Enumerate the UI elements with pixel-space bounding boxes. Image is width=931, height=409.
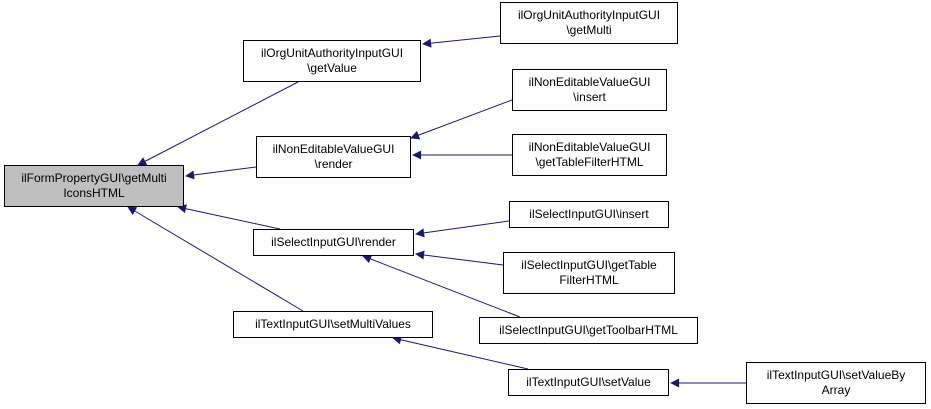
node-text-setvalue[interactable]: ilTextInputGUI\setValue bbox=[508, 369, 669, 396]
node-root[interactable]: ilFormPropertyGUI\getMulti IconsHTML bbox=[4, 165, 184, 207]
node-select-render[interactable]: ilSelectInputGUI\render bbox=[253, 229, 414, 256]
node-label-line: ilNonEditableValueGUI bbox=[528, 75, 651, 89]
node-label-line: ilNonEditableValueGUI bbox=[272, 142, 395, 156]
edge-sel_insert-to-sel_render bbox=[415, 220, 510, 238]
node-label-line: ilFormPropertyGUI\getMulti bbox=[21, 171, 167, 185]
node-label-line: ilSelectInputGUI\insert bbox=[529, 207, 649, 221]
node-label-line: ilTextInputGUI\setMultiValues bbox=[255, 317, 411, 331]
node-label-line: ilSelectInputGUI\getTable bbox=[521, 258, 657, 272]
node-label-line: ilTextInputGUI\setValueBy bbox=[766, 368, 906, 382]
node-select-gettoolbar[interactable]: ilSelectInputGUI\getToolbarHTML bbox=[479, 317, 698, 344]
edge-sel_gettablefilter-to-sel_render bbox=[415, 250, 504, 266]
node-label-line: ilNonEditableValueGUI bbox=[528, 140, 651, 154]
node-label-line: FilterHTML bbox=[559, 273, 619, 287]
node-label-line: IconsHTML bbox=[63, 186, 125, 200]
node-noneditable-render[interactable]: ilNonEditableValueGUI \render bbox=[256, 136, 411, 178]
edge-ou_getvalue-to-root bbox=[137, 81, 299, 166]
node-orgunit-getmulti[interactable]: ilOrgUnitAuthorityInputGUI \getMulti bbox=[500, 2, 678, 44]
edge-txt_setvalue-to-txt_setmulti bbox=[392, 335, 529, 370]
node-label-line: \getMulti bbox=[566, 23, 612, 37]
node-label-line: \render bbox=[314, 157, 353, 171]
edge-sel_render-to-root bbox=[177, 204, 281, 230]
node-select-gettablefilter[interactable]: ilSelectInputGUI\getTable FilterHTML bbox=[503, 252, 675, 294]
node-label-line: ilSelectInputGUI\getToolbarHTML bbox=[499, 323, 678, 337]
edge-ne_render-to-root bbox=[185, 166, 257, 180]
node-noneditable-gettablefilter[interactable]: ilNonEditableValueGUI \getTableFilterHTM… bbox=[512, 134, 667, 176]
node-label-line: ilTextInputGUI\setValue bbox=[526, 375, 651, 389]
node-text-setmultivalues[interactable]: ilTextInputGUI\setMultiValues bbox=[233, 311, 433, 338]
node-label-line: Array bbox=[821, 383, 851, 397]
edge-sel_gettoolbar-to-root bbox=[127, 206, 304, 312]
node-text-setvaluebyarray[interactable]: ilTextInputGUI\setValueBy Array bbox=[746, 362, 926, 404]
node-label-line: ilSelectInputGUI\render bbox=[271, 235, 396, 249]
node-label-line: \getTableFilterHTML bbox=[535, 155, 644, 169]
edge-ne_insert-to-ne_render bbox=[410, 99, 513, 140]
node-label-line: \getValue bbox=[307, 61, 357, 75]
edge-sel_gettoolbar-to-sel_render bbox=[362, 254, 521, 318]
node-orgunit-getvalue[interactable]: ilOrgUnitAuthorityInputGUI \getValue bbox=[243, 40, 421, 82]
node-label-line: \insert bbox=[573, 90, 606, 104]
edge-ou_getmulti-to-ou_getvalue bbox=[422, 35, 501, 48]
node-label-line: ilOrgUnitAuthorityInputGUI bbox=[517, 8, 661, 22]
node-noneditable-insert[interactable]: ilNonEditableValueGUI \insert bbox=[512, 69, 667, 111]
node-select-insert[interactable]: ilSelectInputGUI\insert bbox=[509, 201, 669, 228]
node-label-line: ilOrgUnitAuthorityInputGUI bbox=[260, 46, 404, 60]
